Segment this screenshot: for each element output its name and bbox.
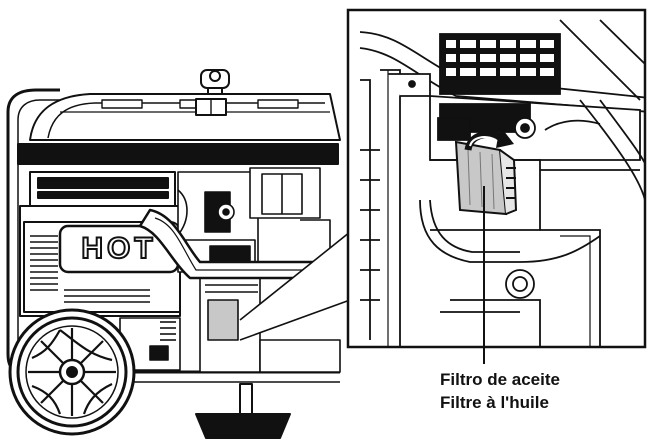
- inset-lower-hose: [419, 199, 601, 263]
- wheel: [8, 308, 136, 436]
- inset-right-panel: [440, 229, 601, 346]
- wheel-spokes: [28, 328, 116, 416]
- generator-drawing: [6, 69, 352, 439]
- callout-label-french: Filtre à l'huile: [440, 393, 549, 412]
- removal-arrow: [464, 126, 514, 151]
- callout-zoom-lines: [239, 231, 351, 341]
- support-foot: [195, 383, 291, 439]
- inset-radiator-fins: [439, 33, 561, 95]
- callout-label-spanish: Filtro de aceite: [440, 370, 560, 389]
- fuel-tank: [29, 93, 341, 141]
- tank-base-band: [17, 143, 339, 165]
- oil-filter: [454, 140, 518, 216]
- inset-frame-column: [360, 69, 401, 346]
- hot-warning-label: HOT: [81, 232, 156, 265]
- detail-inset: [346, 8, 647, 364]
- engine-internals: [177, 167, 331, 373]
- heat-shield-vents: [30, 235, 150, 303]
